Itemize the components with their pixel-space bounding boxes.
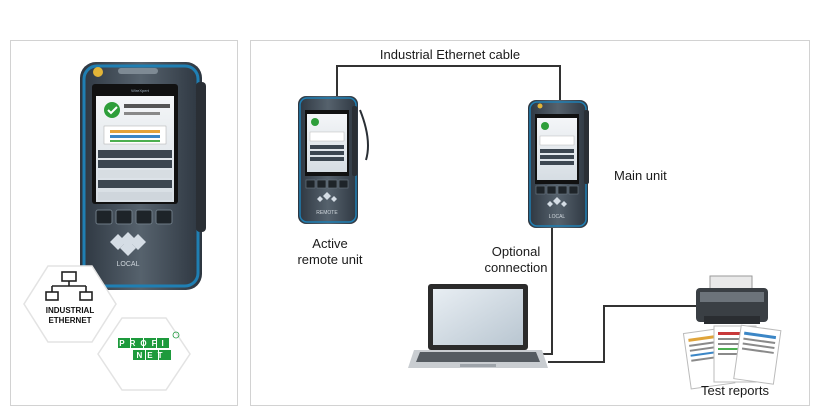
- power-led-icon: [93, 67, 103, 77]
- optional-label-line2: connection: [484, 260, 548, 275]
- remote-unit-tag: REMOTE: [316, 210, 338, 216]
- large-device-brand: WireXpert: [131, 88, 150, 93]
- industrial-badge-line2: ETHERNET: [48, 316, 91, 325]
- profinet-badge: PROFI NET: [97, 317, 191, 391]
- remote-label-line1: Active: [312, 236, 348, 251]
- industrial-badge-line1: INDUSTRIAL: [46, 306, 95, 315]
- test-reports-icon: [682, 324, 782, 390]
- large-device-unit-tag: LOCAL: [117, 261, 140, 268]
- network-topology-icon: [45, 271, 93, 301]
- profinet-badge-line2: NET: [137, 351, 168, 360]
- large-tester-device: LOCAL WireXpert: [80, 62, 206, 290]
- industrial-ethernet-badge: INDUSTRIAL ETHERNET: [23, 265, 117, 343]
- profinet-badge-line1: PROFI: [119, 339, 168, 348]
- remote-check-icon: [311, 118, 319, 126]
- printer-cable: [548, 305, 700, 363]
- profinet-logo-icon: [118, 331, 180, 360]
- optional-label-line1: Optional: [491, 244, 541, 259]
- optional-connection-label: Optional connection: [468, 244, 564, 276]
- laptop-icon: [408, 284, 548, 368]
- remote-label-line2: remote unit: [297, 252, 363, 267]
- test-reports-label: Test reports: [701, 383, 769, 398]
- ethernet-cable: [336, 65, 561, 102]
- main-unit-device: LOCAL: [528, 100, 589, 228]
- check-icon: [104, 102, 120, 118]
- main-unit-label: Main unit: [614, 168, 667, 183]
- main-check-icon: [541, 122, 549, 130]
- dpad-icon: [110, 232, 146, 256]
- remote-unit-device: REMOTE: [298, 96, 369, 224]
- remote-unit-label: Active remote unit: [282, 236, 378, 268]
- main-unit-tag: LOCAL: [549, 214, 566, 220]
- cable-label: Industrial Ethernet cable: [379, 47, 521, 62]
- printer-icon: [696, 275, 768, 324]
